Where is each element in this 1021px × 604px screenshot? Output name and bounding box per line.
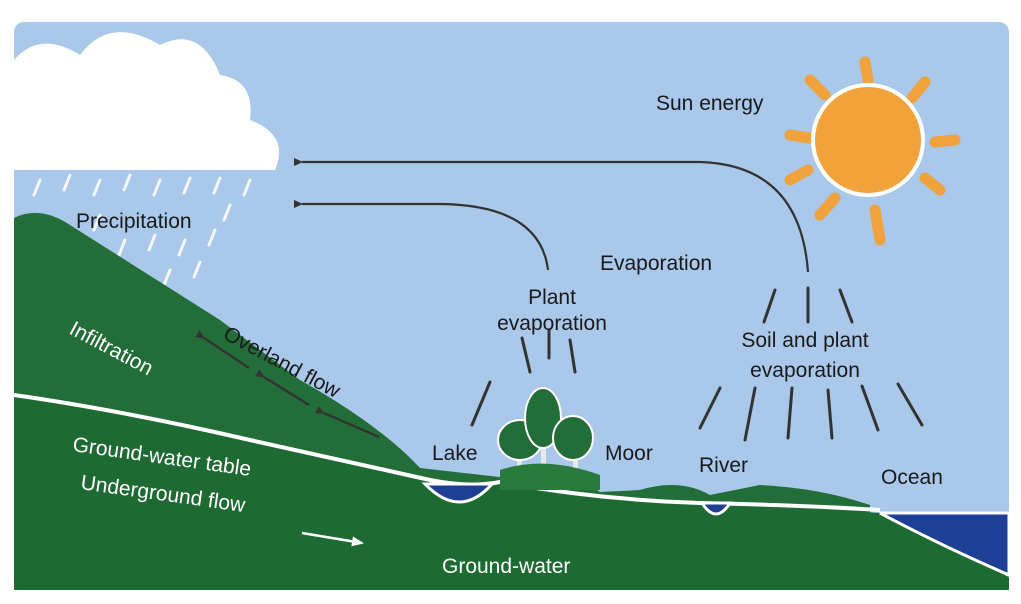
evaporation-label: Evaporation <box>600 252 712 275</box>
sun-energy-label: Sun energy <box>656 92 764 115</box>
cloud <box>14 32 280 171</box>
plant-evaporation-label-2: evaporation <box>497 312 607 335</box>
ocean-water <box>879 511 1011 578</box>
soil-plant-evaporation-label-1: Soil and plant <box>741 329 868 352</box>
precipitation-label: Precipitation <box>76 210 192 233</box>
trees <box>497 387 600 490</box>
overland-flow-arrows <box>195 330 380 439</box>
evaporation-arrows <box>294 158 810 273</box>
moor-label: Moor <box>605 442 653 465</box>
soil-plant-arrows <box>698 286 924 442</box>
ocean-label: Ocean <box>881 466 943 489</box>
lake-label: Lake <box>432 442 478 465</box>
rain <box>32 173 252 317</box>
river-water <box>699 501 733 516</box>
sun <box>784 56 961 246</box>
ground-water-label: Ground-water <box>442 555 570 578</box>
plant-evaporation-label-1: Plant <box>528 286 576 309</box>
underground-flow-arrow <box>301 531 364 547</box>
lake-water <box>421 482 496 504</box>
soil-plant-evaporation-label-2: evaporation <box>750 359 860 382</box>
ground-water-zone <box>14 398 1009 590</box>
river-label: River <box>699 454 748 477</box>
plant-evaporation-arrows <box>470 328 577 427</box>
